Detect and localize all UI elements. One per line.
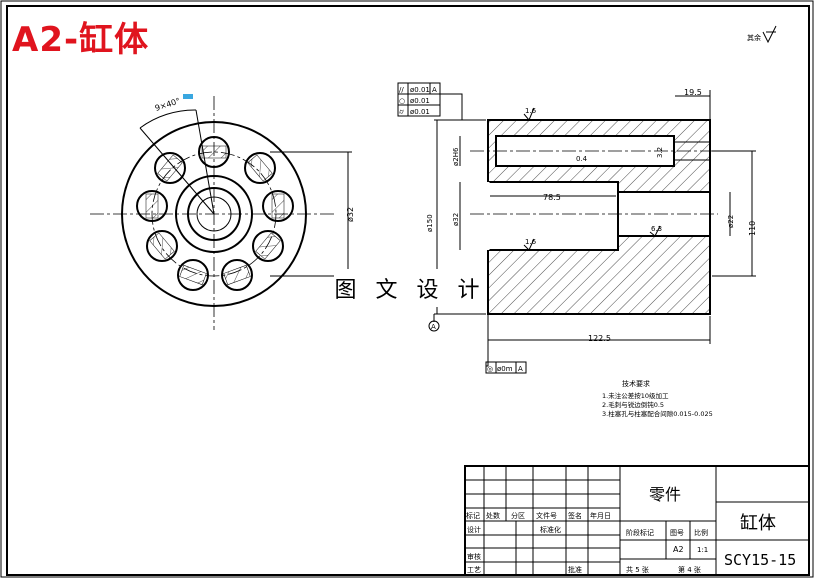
tb-header-2: 处数 xyxy=(486,511,500,520)
tolerance-frame: // ø0.01 A ○ ø0.01 ⌭ ø0.01 xyxy=(397,82,441,117)
bottom-tolerance-frame: ◎ ø0m A xyxy=(485,361,527,374)
rough-label-1: 1.6 xyxy=(525,107,537,115)
notes-title: 技术要求 xyxy=(622,379,650,388)
tol-symbol-1: // xyxy=(399,86,404,94)
bottom-tol-datum: A xyxy=(518,365,523,373)
tol-value-1: ø0.01 xyxy=(410,86,430,94)
bottom-tol-symbol: ◎ xyxy=(487,365,493,373)
bore-len-label: 78.5 xyxy=(543,193,561,202)
tol-value-3: ø0.01 xyxy=(410,108,430,116)
rough-label-2: 0.4 xyxy=(576,155,588,163)
tb-total-sheets: 共 5 张 xyxy=(626,565,649,574)
tol-datum-1: A xyxy=(432,86,437,94)
tb-scale: 1:1 xyxy=(697,546,708,554)
title-block: 标记 处数 分区 文件号 签名 年月日 设计 标准化 审核 工艺 批准 零件 缸… xyxy=(464,465,810,576)
note-line-1: 1.未注公差按10级加工 xyxy=(602,391,669,400)
rough-label-4: 6.3 xyxy=(651,225,662,233)
tb-header-5: 签名 xyxy=(568,511,582,520)
top-right-dim-label: 19.5 xyxy=(684,88,702,97)
rough-label-3: 1.6 xyxy=(525,238,537,246)
tb-std-label: 标准化 xyxy=(540,525,561,534)
tb-header-1: 标记 xyxy=(466,511,480,520)
tol-symbol-3: ⌭ xyxy=(399,108,404,116)
inner-dia-label: ø32 xyxy=(452,213,460,226)
bore-dia-label: ø2H6 xyxy=(452,147,460,166)
technical-notes: 技术要求 1.未注公差按10级加工 2.毛刺与锐边倒钝0.5 3.柱塞孔与柱塞配… xyxy=(602,379,713,418)
datum-marker: A xyxy=(428,320,440,332)
tb-sheet-no: 第 4 张 xyxy=(678,565,701,574)
tb-part-name: 缸体 xyxy=(740,512,776,534)
drawing-banner-title: A2-缸体 xyxy=(12,20,150,60)
roughness-note: 其余 xyxy=(747,33,761,42)
tb-drawing-no: SCY15-15 xyxy=(724,551,796,569)
outer-dia-label: ø150 xyxy=(426,214,434,232)
piston-bores xyxy=(136,136,294,291)
tb-header-3: 分区 xyxy=(511,511,525,520)
front-dia-label: ø32 xyxy=(346,207,355,222)
tol-value-2: ø0.01 xyxy=(410,97,430,105)
datum-label: A xyxy=(431,323,436,331)
length-label: 122.5 xyxy=(588,334,611,343)
note-line-3: 3.柱塞孔与柱塞配合间隙0.015-0.025 xyxy=(602,409,713,418)
roughness-symbol-icon xyxy=(762,25,777,44)
front-view: 9×40° ø32 xyxy=(90,94,355,330)
rough-label-5: 3.2 xyxy=(656,147,664,158)
tb-header-6: 年月日 xyxy=(590,511,611,520)
tol-symbol-2: ○ xyxy=(399,97,405,105)
inner-border xyxy=(6,5,810,576)
section-view: ø150 ø2H6 ø32 78.5 ø22 110 122.5 19.5 1.… xyxy=(426,88,757,367)
bottom-tol-value: ø0m xyxy=(497,365,513,373)
watermark-overlay-text: 图 文 设 计 xyxy=(334,269,486,307)
tb-stage-label: 阶段标记 xyxy=(626,528,654,537)
tb-ratio-label: 比例 xyxy=(694,528,708,537)
tb-sheet-size: A2 xyxy=(673,545,684,554)
tb-approve-label: 批准 xyxy=(568,565,582,574)
angle-dim-label: 9×40° xyxy=(154,96,181,113)
height-label: 110 xyxy=(748,221,757,236)
tb-role-review: 审核 xyxy=(467,552,481,561)
note-line-2: 2.毛刺与锐边倒钝0.5 xyxy=(602,400,664,409)
tb-weight-label: 图号 xyxy=(670,529,684,537)
tb-header-4: 文件号 xyxy=(536,511,557,520)
tb-role-craft: 工艺 xyxy=(467,566,481,574)
tb-role-design: 设计 xyxy=(467,525,481,534)
tb-part-category: 零件 xyxy=(649,485,681,504)
right-dia-label: ø22 xyxy=(727,215,735,228)
